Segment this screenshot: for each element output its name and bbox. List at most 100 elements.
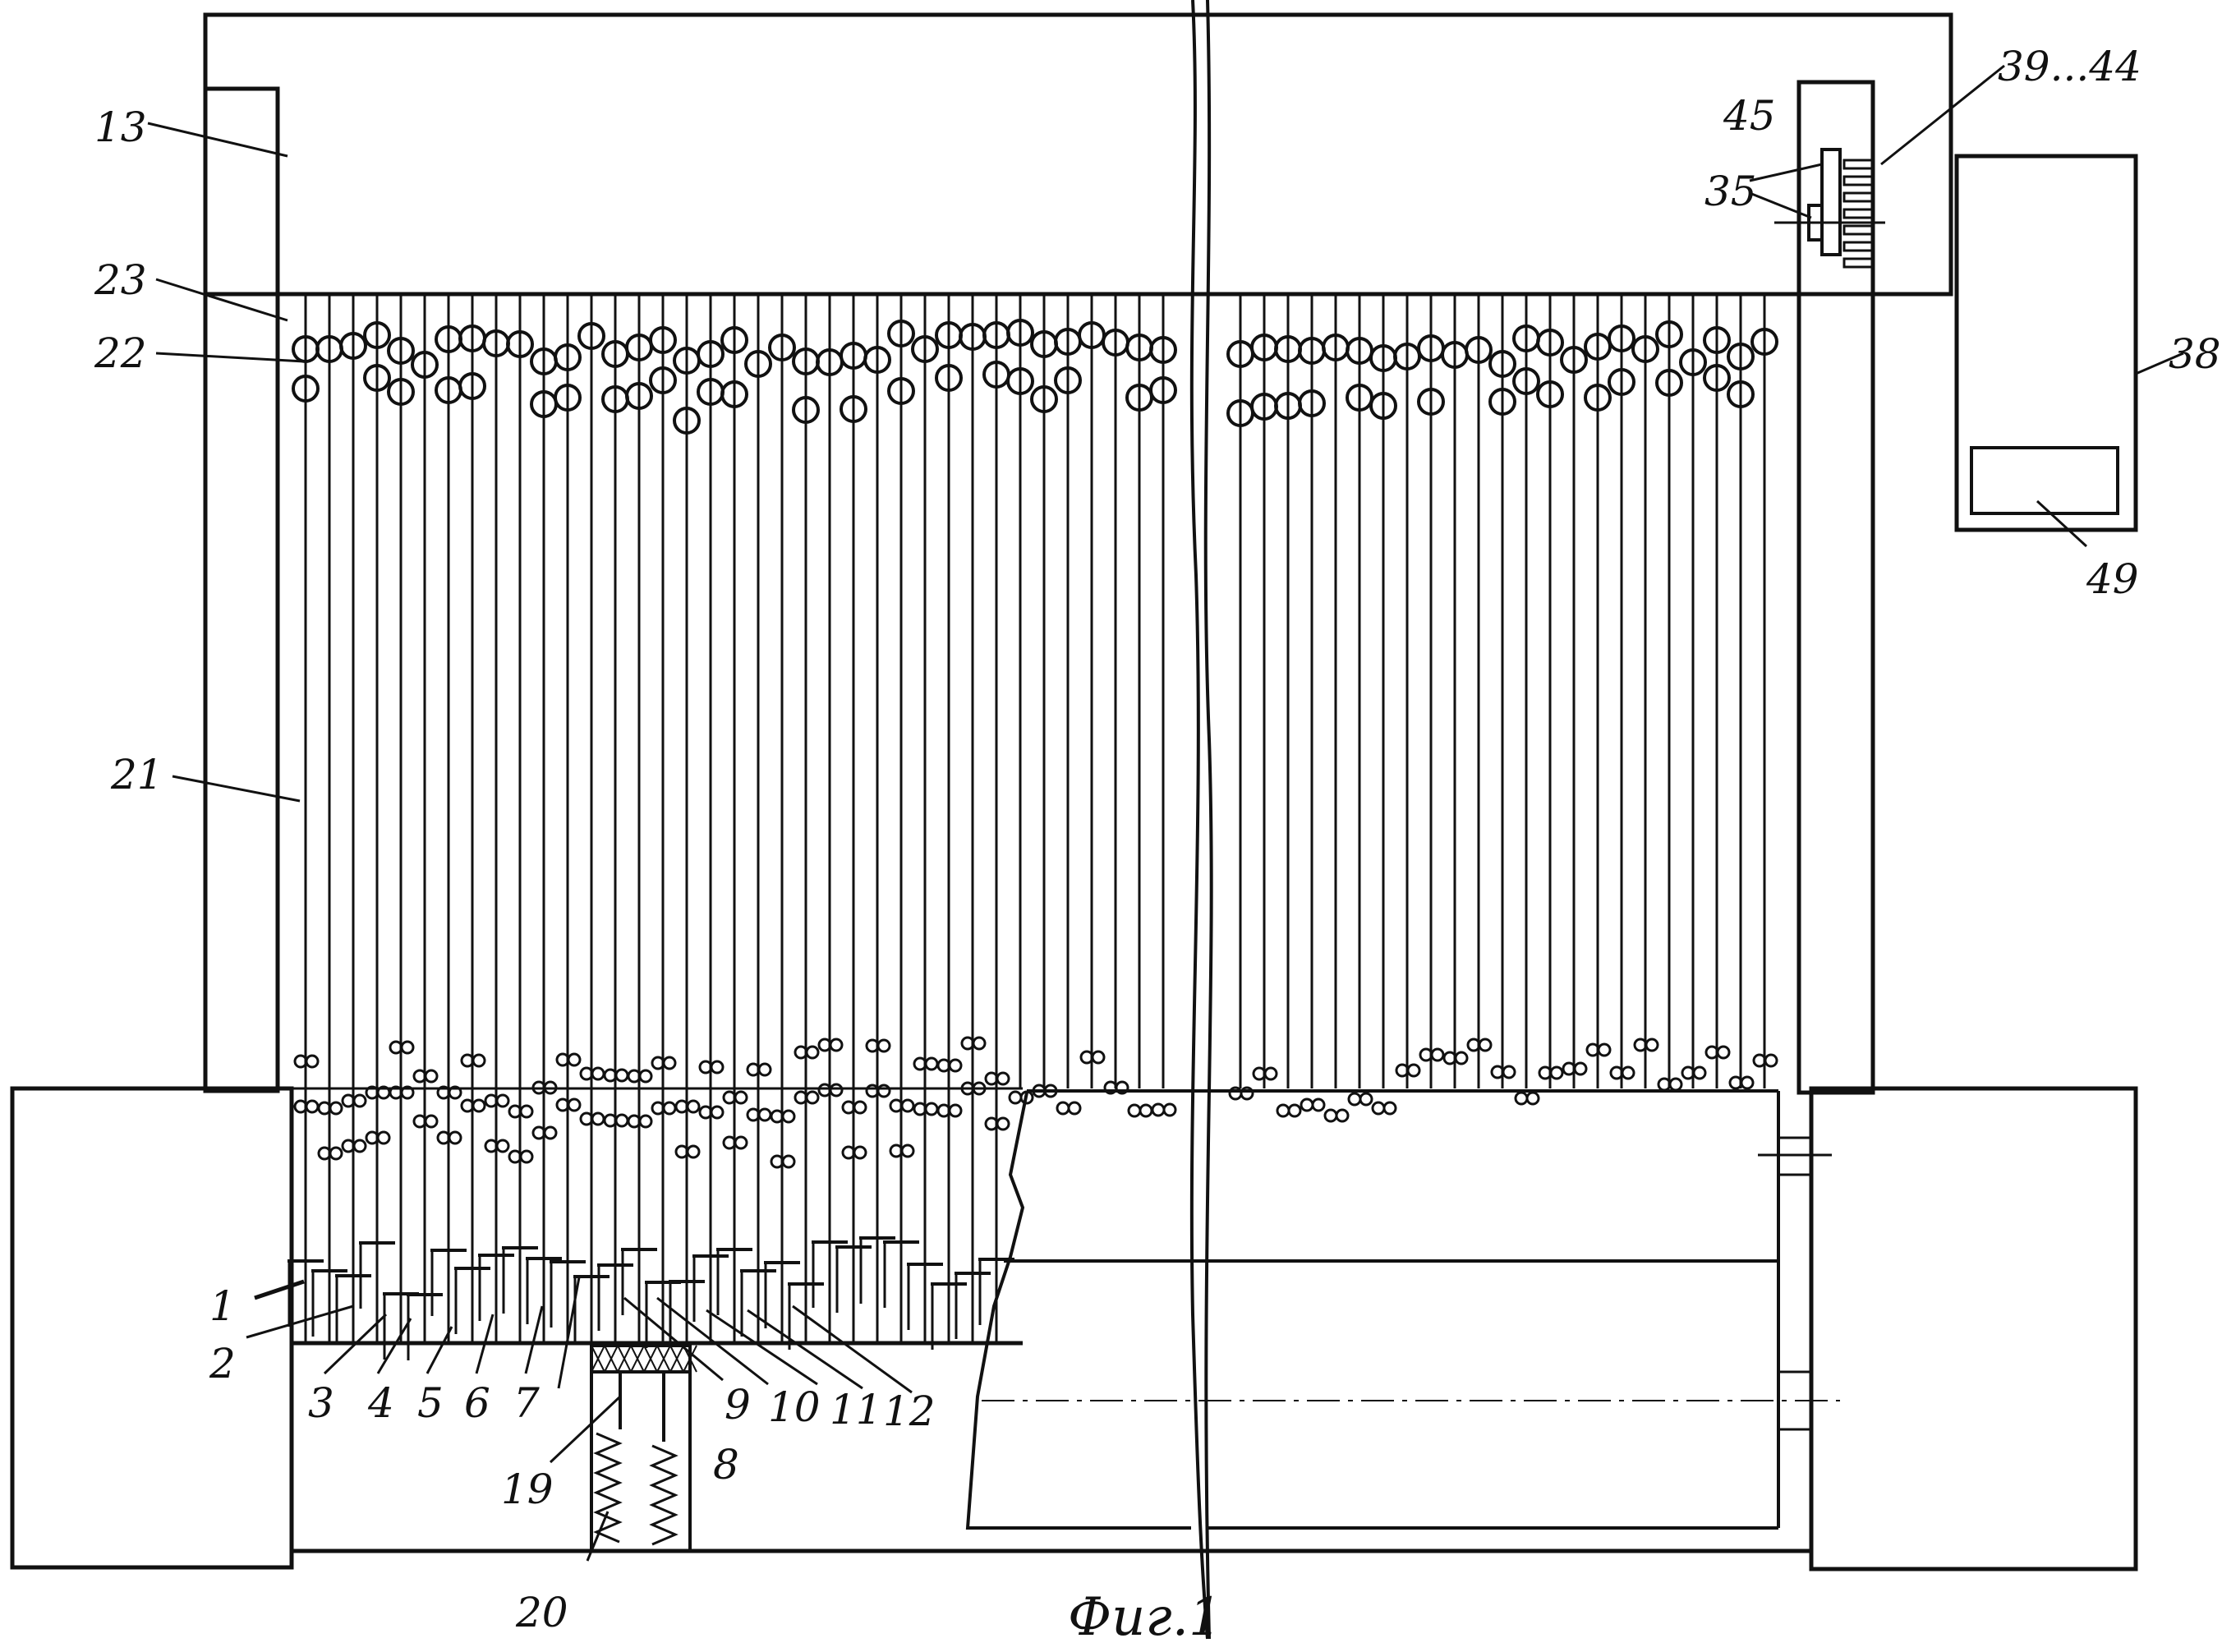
label-11: 11	[830, 1386, 882, 1433]
heddle-eye	[711, 1061, 723, 1073]
label-5: 5	[417, 1379, 444, 1427]
heddle-eye	[1373, 1102, 1384, 1114]
heddle-eye	[1694, 1067, 1705, 1079]
heddle-eye	[330, 1102, 342, 1114]
heddle-eye	[1670, 1079, 1681, 1090]
reference-labels: 13 23 22 21 45 35 39...44 38 49 1 2 3 4 …	[94, 43, 2221, 1648]
heddle-eye	[902, 1145, 913, 1157]
label-8: 8	[713, 1441, 739, 1489]
label-20: 20	[515, 1589, 568, 1636]
comb-tooth	[1844, 226, 1873, 234]
heddle-eye	[1599, 1044, 1610, 1056]
left-base-block	[12, 1088, 292, 1567]
heddle-eye	[568, 1099, 580, 1111]
heddle-eye	[950, 1060, 961, 1071]
label-38: 38	[2169, 330, 2221, 378]
heddle-eye	[854, 1102, 866, 1113]
label-22: 22	[94, 329, 147, 377]
heddle-eye	[330, 1148, 342, 1159]
comb-tooth	[1844, 177, 1873, 185]
heddle-eye	[568, 1054, 580, 1065]
heddle-eye	[1527, 1093, 1539, 1104]
heddle-eye	[1277, 1105, 1289, 1116]
heddle-eye	[592, 1068, 604, 1079]
heddle-eye	[759, 1064, 771, 1075]
label-39-44: 39...44	[1998, 43, 2141, 90]
thread-array	[288, 294, 1777, 1360]
heddle-eye	[521, 1151, 532, 1162]
heddle-eye	[592, 1113, 604, 1125]
heddle-eye	[807, 1092, 818, 1103]
heddle-eye	[1384, 1102, 1396, 1114]
label-6: 6	[464, 1379, 490, 1427]
heddle-eye	[1093, 1051, 1104, 1063]
label-9: 9	[725, 1381, 751, 1429]
heddle-eye	[664, 1057, 675, 1069]
label-12: 12	[883, 1387, 936, 1435]
heddle-eye	[1057, 1102, 1069, 1114]
heddle-eye	[926, 1058, 937, 1070]
heddle-eye	[1349, 1093, 1360, 1105]
heddle-eye	[1408, 1065, 1419, 1076]
heddle-eye	[354, 1095, 366, 1107]
label-21: 21	[110, 751, 163, 798]
heddle-eye	[1718, 1047, 1729, 1058]
heddle-eye	[1456, 1052, 1467, 1064]
heddle-eye	[759, 1109, 771, 1121]
heddle-eye	[497, 1140, 508, 1152]
heddle-eye	[807, 1047, 818, 1058]
heddle-eye	[735, 1092, 747, 1103]
label-19: 19	[501, 1466, 554, 1513]
label-2: 2	[209, 1340, 236, 1387]
heddle-eye	[378, 1132, 389, 1144]
heddle-eye	[1765, 1055, 1777, 1066]
heddle-eye	[950, 1105, 961, 1116]
label-7: 7	[513, 1379, 540, 1427]
heddle-eye	[1336, 1110, 1348, 1121]
heddle-eye	[1265, 1068, 1277, 1079]
label-4: 4	[367, 1379, 394, 1427]
right-base-block	[1811, 1088, 2136, 1569]
heddle-eye	[616, 1070, 628, 1081]
heddle-eye	[783, 1111, 794, 1122]
heddle-eye	[306, 1056, 318, 1067]
heddle-eye	[854, 1147, 866, 1158]
spring-assembly-20	[591, 1346, 697, 1551]
comb-tooth	[1844, 259, 1873, 267]
heddle-eye	[830, 1084, 842, 1096]
heddle-eye	[1140, 1105, 1152, 1116]
heddle-eye	[1741, 1077, 1753, 1088]
heddle-eye	[1010, 1092, 1021, 1103]
label-49: 49	[2086, 555, 2139, 603]
heddle-eye	[426, 1116, 437, 1127]
comb-tooth	[1844, 160, 1873, 168]
label-13: 13	[94, 104, 147, 151]
heddle-eye	[640, 1116, 651, 1127]
heddle-eye	[1646, 1039, 1658, 1051]
heddle-eye	[306, 1101, 318, 1112]
heddle-eye	[1164, 1104, 1175, 1116]
figure-caption: Фиг.1	[1068, 1587, 1222, 1648]
heddle-eye	[688, 1146, 699, 1157]
heddle-eye	[1289, 1105, 1300, 1116]
label-1: 1	[209, 1282, 236, 1330]
heddle-eye	[354, 1140, 366, 1152]
heddle-eye	[688, 1101, 699, 1112]
left-column	[205, 89, 278, 1091]
leader-lines	[148, 66, 2183, 1561]
heddle-eye	[521, 1106, 532, 1117]
heddle-eye	[973, 1038, 985, 1049]
heddle-eye	[1152, 1104, 1164, 1116]
heddle-eye	[902, 1100, 913, 1111]
machine-frame	[12, 15, 2136, 1569]
heddle-eye	[1622, 1067, 1634, 1079]
heddle-eye	[402, 1042, 413, 1053]
label-45: 45	[1723, 92, 1776, 140]
heddle-eye	[449, 1132, 461, 1144]
break-lines	[1192, 0, 1212, 1639]
heddle-eye	[997, 1118, 1009, 1130]
heddle-eye	[616, 1115, 628, 1126]
label-3: 3	[308, 1379, 334, 1427]
heddle-eye	[1129, 1105, 1140, 1116]
